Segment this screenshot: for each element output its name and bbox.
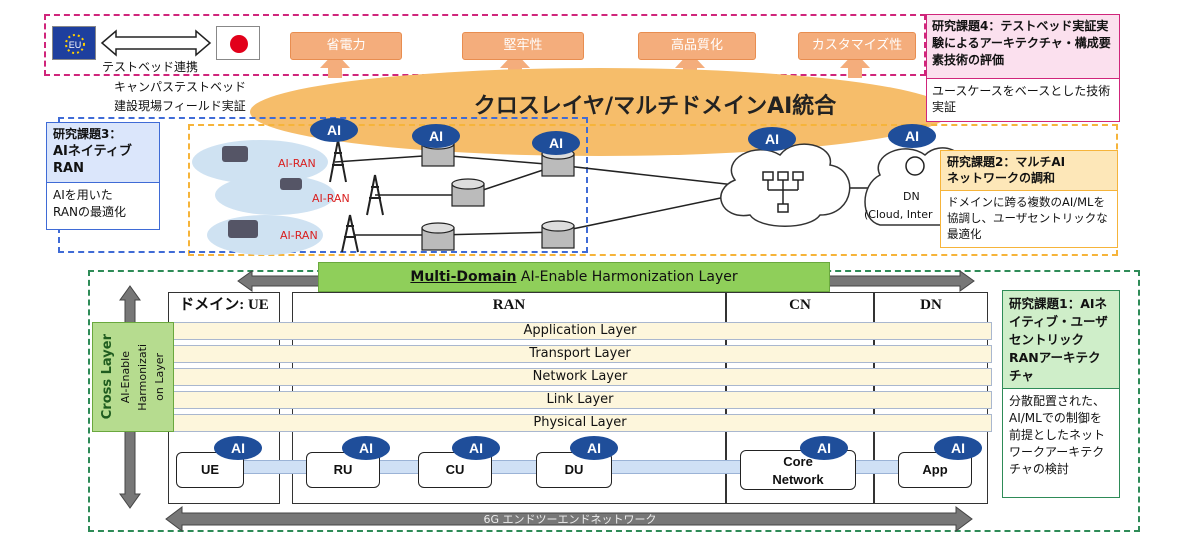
issue3-title-line3: RAN [53,161,84,176]
dn-label: DN [903,190,920,203]
cross-layer-title: Cross Layer [100,334,115,420]
cross-layer-box [92,322,174,432]
e2e-arrow [165,506,973,532]
ai-ran-label-3: AI-RAN [280,229,318,242]
issue4-box: 研究課題4：テストベッド実証実験によるアーキテクチャ・構成要素技術の評価 ユース… [926,14,1120,122]
issue3-title: 研究課題3： AIネイティブ RAN [47,123,159,183]
core-cloud [720,143,851,227]
issue1-box: 研究課題1：AIネイティブ・ユーザセントリックRANアーキテクチャ 分散配置され… [1002,290,1120,498]
issue3-desc-line2: RANの最適化 [53,205,127,219]
dn-sublabel: (Cloud, Inter [864,208,933,221]
domain-header-cn: CN [789,297,811,313]
domain-header-ran: RAN [492,297,526,313]
campus-caption: キャンパステストベッド [114,80,247,94]
ai-badge-app: AI [934,436,982,460]
ai-badge-core: AI [748,127,796,151]
node-ue-label: UE [200,462,220,477]
ai-ran-label-1: AI-RAN [278,157,316,170]
ai-badge-ru: AI [342,436,390,460]
domain-header-ue: ドメイン: UE [179,297,269,313]
ai-badge-ue: AI [214,436,262,460]
e2e-label: 6G エンドツーエンドネットワーク [483,513,657,526]
issue2-box: 研究課題2：マルチAI ネットワークの調和 ドメインに跨る複数のAI/MLを協調… [940,150,1118,248]
cross-layer-sub1: AI-Enable [119,350,132,404]
svg-text:EU: EU [69,40,82,50]
issue2-title-line2: ネットワークの調和 [947,171,1056,185]
node-core-label: Core [783,454,813,469]
network-drawing [192,138,960,255]
globe-icon [905,156,925,176]
node-app-label: App [922,462,948,477]
node-du-label: DU [564,462,584,477]
cross-layer-text: Cross Layer AI-Enable Harmonizati on Lay… [92,322,174,432]
main-title: クロスレイヤ/マルチドメインAI統合 [473,94,837,119]
pill-robustness: 堅牢性 [462,32,584,60]
ai-badge-ran-site: AI [310,118,358,142]
issue3-desc: AIを用いた RANの最適化 [47,183,159,225]
node-ru-label: RU [333,462,353,477]
node-ue: UE [176,452,244,488]
harmonization-bold: Multi-Domain [410,269,517,285]
physical-layer: Physical Layer [168,414,992,432]
issue3-desc-line1: AIを用いた [53,188,113,202]
node-network-label: Network [772,472,824,487]
transport-layer: Transport Layer [168,345,992,363]
cross-layer-sub3: on Layer [153,353,166,401]
issue3-title-line2: AIネイティブ [53,144,132,159]
integration-ellipse [250,68,950,156]
pill-power-saving: 省電力 [290,32,402,60]
pill-high-quality: 高品質化 [638,32,756,60]
harmonization-rest: AI-Enable Harmonization Layer [516,269,738,285]
node-cu-label: CU [445,462,465,477]
issue2-title: 研究課題2：マルチAI ネットワークの調和 [941,151,1117,191]
application-layer: Application Layer [168,322,992,340]
japan-flag [216,26,260,60]
issue4-desc: ユースケースをベースとした技術実証 [932,84,1111,114]
pill-arrows [320,52,870,78]
ai-badge-cu: AI [452,436,500,460]
node-app: App [898,452,972,488]
cross-layer-sub2: Harmonizati [136,343,149,411]
switch-icon [762,171,804,213]
link-arrow [100,29,212,57]
ai-badge-du: AI [570,436,618,460]
network-layer: Network Layer [168,368,992,386]
link-layer: Link Layer [168,391,992,409]
vehicle-icons [222,146,302,238]
issue3-title-line1: 研究課題3： [53,127,122,141]
issue1-desc: 分散配置された、AI/MLでの制御を前提としたネットワークアーキテクチャの検討 [1009,394,1106,476]
issue2-desc: ドメインに跨る複数のAI/MLを協調し、ユーザセントリックな最適化 [947,195,1108,241]
node-ru: RU [306,452,380,488]
harmonization-bar: Multi-Domain AI-Enable Harmonization Lay… [318,262,830,292]
issue4-title: 研究課題4：テストベッド実証実験によるアーキテクチャ・構成要素技術の評価 [927,15,1119,79]
issue3-box: 研究課題3： AIネイティブ RAN AIを用いた RANの最適化 [46,122,160,230]
pill-customizability: カスタマイズ性 [798,32,916,60]
domain-header-dn: DN [920,297,942,313]
testbed-link-label: テストベッド連携 [102,60,199,74]
tower-icons [329,139,384,253]
issue2-title-line1: 研究課題2：マルチAI [947,155,1066,169]
issue1-title: 研究課題1：AIネイティブ・ユーザセントリックRANアーキテクチャ [1003,291,1119,389]
ai-badge-edge-2: AI [532,131,580,155]
eu-flag: EU [52,26,96,60]
ai-badge-core-network: AI [800,436,848,460]
ai-ran-label-2: AI-RAN [312,192,350,205]
ai-badge-edge-1: AI [412,124,460,148]
field-caption: 建設現場フィールド実証 [114,99,246,113]
ai-badge-dn: AI [888,124,936,148]
